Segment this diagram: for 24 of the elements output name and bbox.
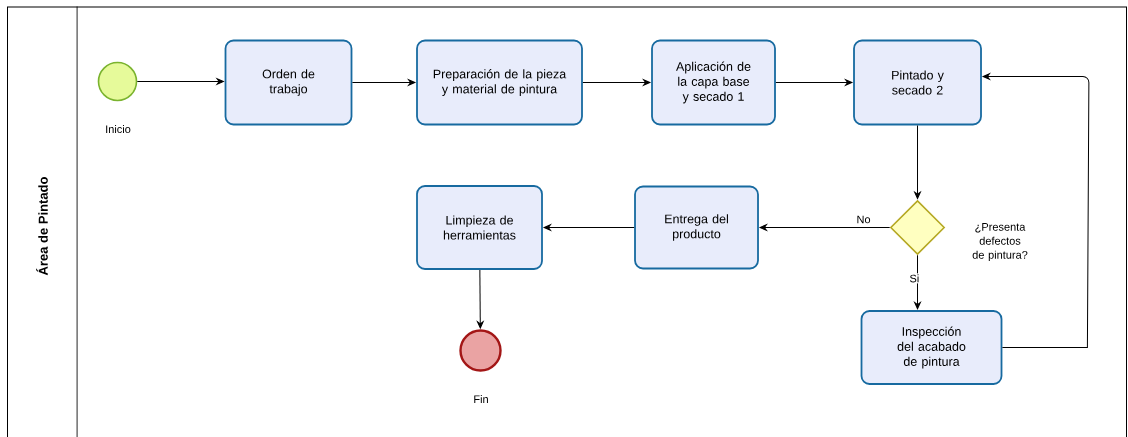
task-box: Orden de trabajo: [224, 39, 353, 126]
arrow: [476, 269, 484, 329]
edge-label: Si: [908, 273, 921, 284]
arrow: [775, 79, 853, 86]
event-label: Inicio: [106, 124, 131, 134]
edge-label: No: [855, 214, 872, 225]
arrow: [351, 79, 416, 86]
arrow: [982, 73, 1090, 348]
task-box: Preparación de la pieza y material de pintura: [416, 39, 583, 126]
event-label: Fin: [474, 395, 488, 403]
task-box: Entrega del producto: [634, 185, 759, 270]
arrow: [582, 79, 651, 86]
start-event-circle: [97, 61, 138, 102]
task-box: Inspección del acabado de pintura: [860, 310, 1003, 385]
arrow: [914, 254, 921, 310]
end-event-circle: [459, 329, 502, 372]
task-box: Aplicación de la capa base y secado 1: [651, 39, 776, 126]
arrow: [543, 224, 635, 231]
arrow: [759, 224, 891, 231]
arrow: [136, 78, 224, 85]
event-label: ¿Presenta defectos de pintura?: [972, 223, 1028, 261]
task-box: Limpieza de herramientas: [416, 185, 543, 270]
arrow: [914, 124, 921, 199]
task-box: Pintado y secado 2: [853, 39, 982, 126]
